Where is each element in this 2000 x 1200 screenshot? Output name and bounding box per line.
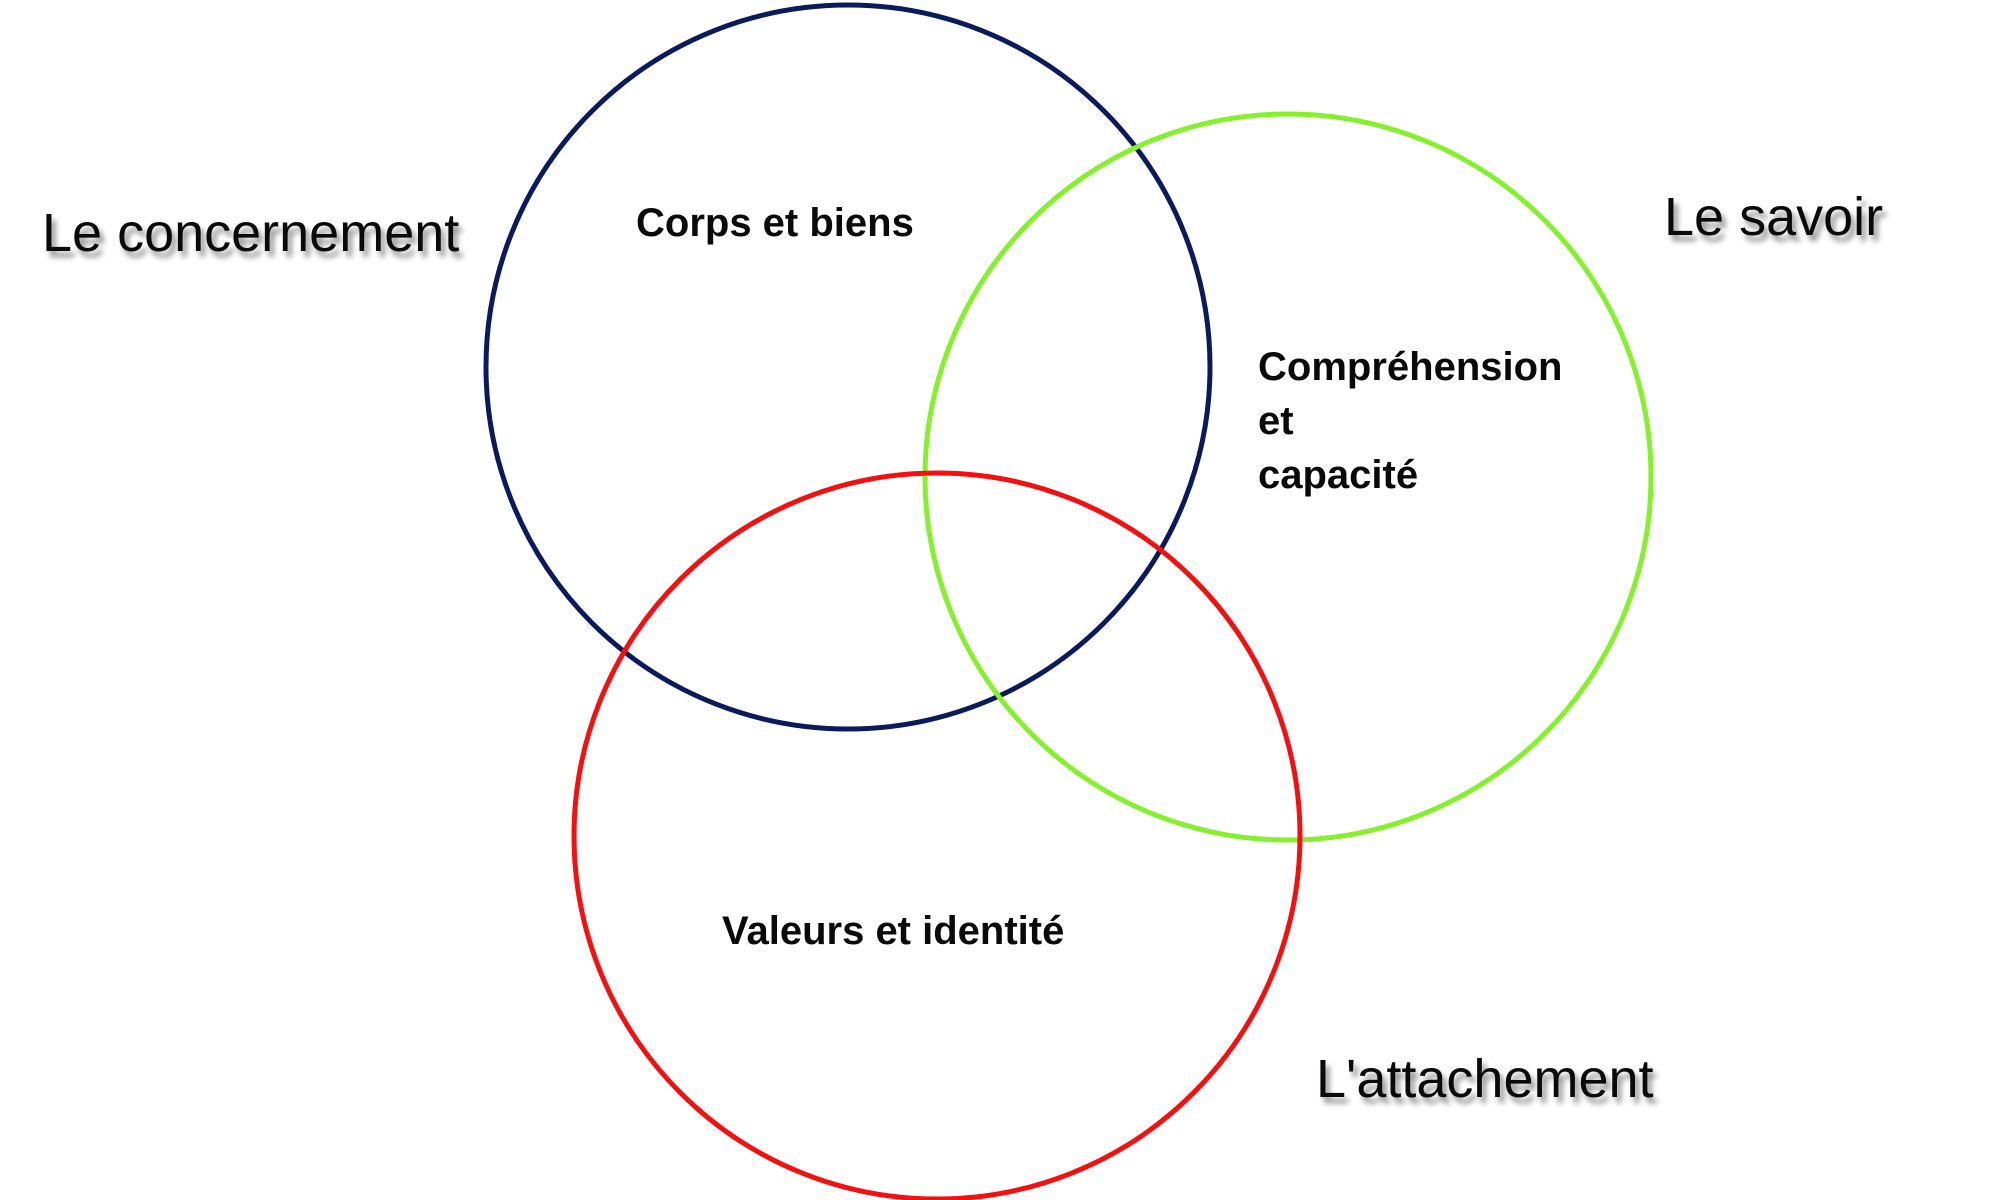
circle-attachement xyxy=(571,470,1303,1200)
label-le-concernement: Le concernement xyxy=(42,203,460,263)
circle-concernement xyxy=(483,2,1213,732)
label-le-savoir: Le savoir xyxy=(1664,187,1884,247)
circle-savoir xyxy=(922,111,1654,843)
label-comprehension-et-capacite: Compréhension et capacité xyxy=(1258,345,1563,497)
label-corps-et-biens: Corps et biens xyxy=(636,201,914,245)
label-l-attachement: L'attachement xyxy=(1316,1049,1654,1109)
label-valeurs-et-identite: Valeurs et identité xyxy=(722,909,1065,953)
